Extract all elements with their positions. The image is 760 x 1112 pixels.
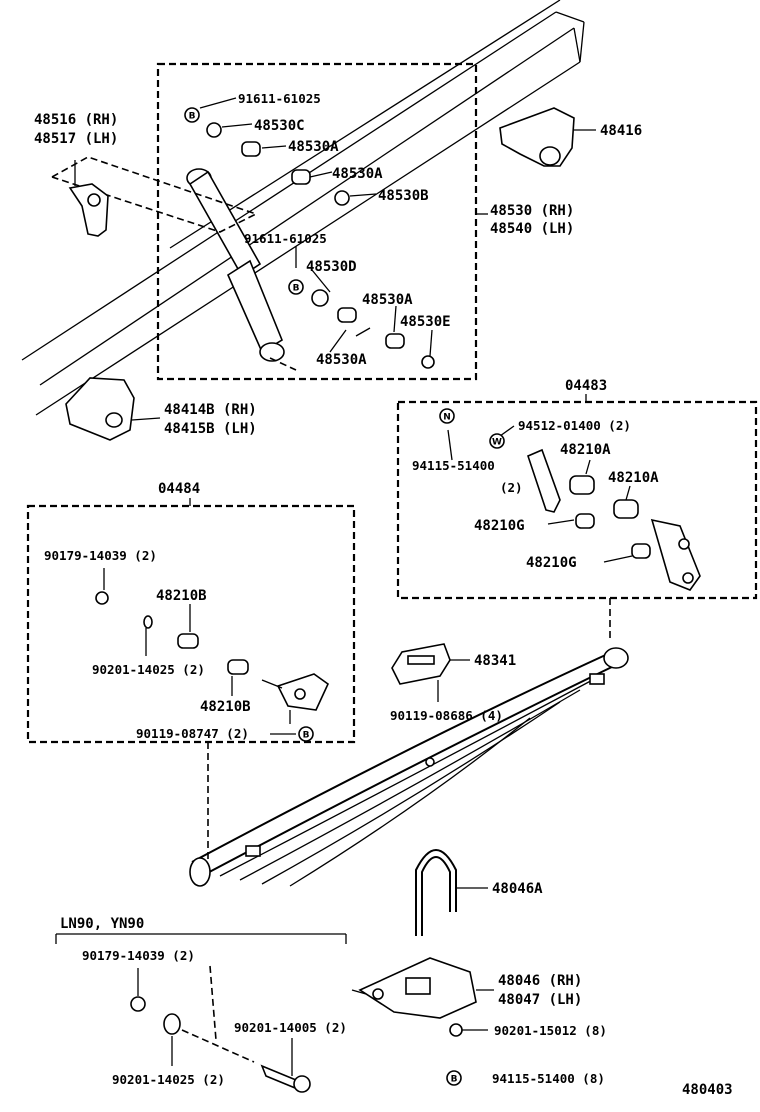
label-94115-a: 94115-51400 [412, 458, 495, 473]
b-marker-icon: B [298, 726, 314, 742]
label-48210B-1: 48210B [156, 588, 207, 604]
shock-absorber-group-box [156, 62, 478, 381]
group-04484-box [26, 504, 356, 744]
frame-rail [21, 0, 585, 416]
label-90201-b: 90201-14005 (2) [234, 1020, 347, 1035]
label-90201-d: 90201-15012 (8) [494, 1023, 607, 1038]
shackle-parts [447, 425, 701, 591]
label-48530A-4: 48530A [316, 352, 367, 368]
label-94512: 94512-01400 (2) [518, 418, 631, 433]
label-90179-a: 90179-14039 (2) [44, 548, 157, 563]
leaf-spring [189, 598, 629, 887]
bracket-48414B [65, 377, 161, 441]
label-48210G-1: 48210G [474, 518, 525, 534]
n-marker-icon: N [439, 408, 455, 424]
label-48414B: 48414B (RH) [164, 402, 257, 418]
label-48046A: 48046A [492, 881, 543, 897]
label-48530A-2: 48530A [332, 166, 383, 182]
b-marker-icon: B [184, 107, 200, 123]
label-48530A-1: 48530A [288, 139, 339, 155]
hanger-pin-parts [95, 568, 330, 735]
label-48517: 48517 (LH) [34, 131, 118, 147]
label-91611-top: 91611-61025 [238, 91, 321, 106]
svg-text:B: B [189, 112, 196, 122]
b-marker-icon: B [446, 1070, 462, 1086]
label-90201-c: 90201-14025 (2) [112, 1072, 225, 1087]
label-group-04484: 04484 [158, 481, 200, 497]
svg-text:N: N [443, 413, 451, 423]
label-48530: 48530 (RH) [490, 203, 574, 219]
label-90119-b: 90119-08686 (4) [390, 708, 503, 723]
label-48540: 48540 (LH) [490, 221, 574, 237]
label-90179-b: 90179-14039 (2) [82, 948, 195, 963]
label-48530D: 48530D [306, 259, 357, 275]
label-48530B: 48530B [378, 188, 429, 204]
shock-bushings [206, 122, 435, 369]
label-48210G-2: 48210G [526, 555, 577, 571]
leader-lines-shock [199, 97, 433, 357]
label-48341: 48341 [474, 653, 516, 669]
label-group-04483: 04483 [565, 378, 607, 394]
label-48530A-3: 48530A [362, 292, 413, 308]
group-04483-box [396, 400, 758, 600]
bracket-48416 [499, 107, 596, 167]
bracket-48516 [51, 156, 259, 237]
label-48046: 48046 (RH) [498, 973, 582, 989]
label-variant: LN90, YN90 [60, 916, 144, 932]
label-94115-b: 94115-51400 (8) [492, 1071, 605, 1086]
variant-section [55, 933, 347, 1093]
label-48530C: 48530C [254, 118, 305, 134]
label-48416: 48416 [600, 123, 642, 139]
svg-text:B: B [303, 731, 310, 741]
label-48210A-1: 48210A [560, 442, 611, 458]
shock-absorber [186, 168, 297, 371]
spring-seat-48046 [351, 957, 494, 1037]
u-bolt-48046A [415, 849, 488, 936]
label-90201-a: 90201-14025 (2) [92, 662, 205, 677]
label-48516: 48516 (RH) [34, 112, 118, 128]
label-91611-mid: 91611-61025 [244, 231, 327, 246]
diagram-id: 480403 [682, 1082, 733, 1098]
label-48530E: 48530E [400, 314, 451, 330]
b-marker-icon: B [288, 279, 304, 295]
label-90119-a: 90119-08747 (2) [136, 726, 249, 741]
label-48210B-2: 48210B [200, 699, 251, 715]
label-48047: 48047 (LH) [498, 992, 582, 1008]
svg-text:B: B [451, 1075, 458, 1085]
label-94115-a-qty: (2) [500, 480, 523, 495]
w-marker-icon: W [489, 433, 505, 449]
svg-text:W: W [492, 438, 502, 448]
label-48210A-2: 48210A [608, 470, 659, 486]
svg-text:B: B [293, 284, 300, 294]
bumper-48341 [391, 643, 470, 702]
label-48415B: 48415B (LH) [164, 421, 257, 437]
